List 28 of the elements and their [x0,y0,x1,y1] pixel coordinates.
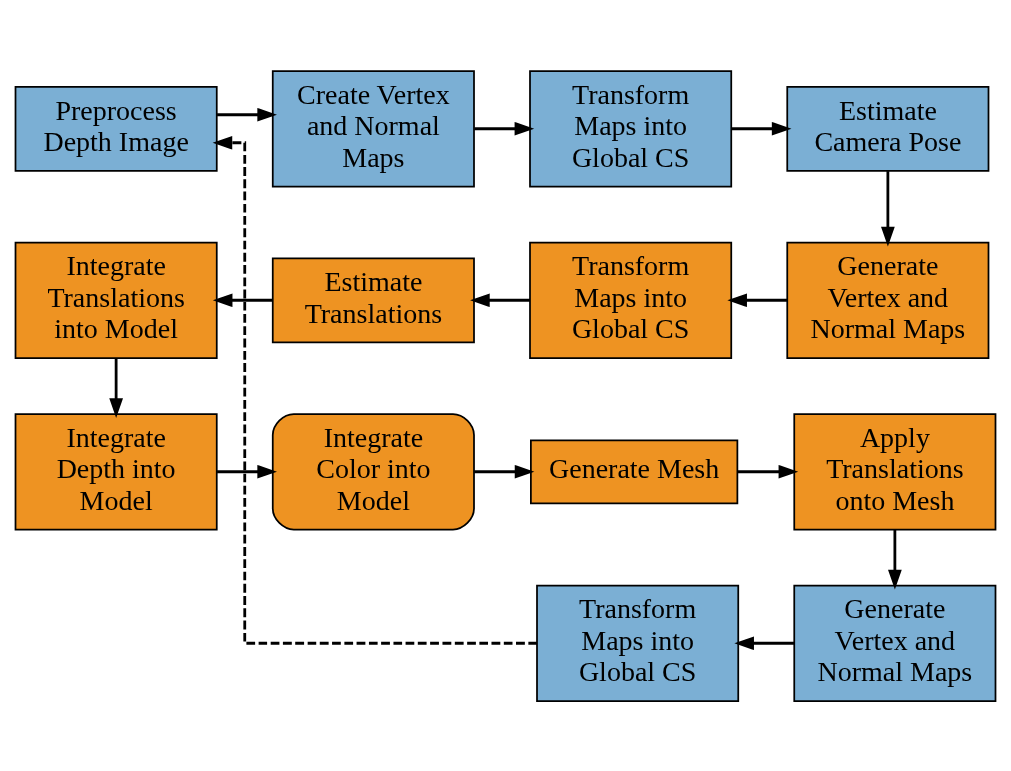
arrow [109,357,123,418]
arrow [881,170,895,246]
arrow [888,529,902,589]
node-box: Preprocess Depth Image [14,85,218,172]
arrow [212,135,537,645]
node-box: Apply Translations onto Mesh [793,412,997,530]
node-box: Integrate Depth into Model [14,412,218,530]
node-box: Generate Mesh [530,438,739,504]
arrow [474,464,535,479]
node-box: Transform Maps into Global CS [529,69,733,187]
node-box: Generate Vertex and Normal Maps [793,584,997,702]
arrow [734,635,795,650]
node-box: Integrate Translations into Model [14,241,218,359]
arrow [470,292,530,307]
node-box: Transform Maps into Global CS [536,584,740,702]
node-box: Generate Vertex and Normal Maps [786,241,990,359]
arrow [731,121,792,136]
arrow [474,121,535,136]
node-box: Integrate Color into Model [271,412,475,530]
arrow [212,292,273,307]
arrow [737,464,799,479]
node-box: Transform Maps into Global CS [529,241,733,359]
arrow [727,292,788,307]
arrow [217,464,277,479]
node-box: Estimate Camera Pose [786,85,990,172]
node-box: Estimate Translations [271,256,475,343]
node-box: Create Vertex and Normal Maps [271,69,475,187]
arrow [217,107,277,122]
